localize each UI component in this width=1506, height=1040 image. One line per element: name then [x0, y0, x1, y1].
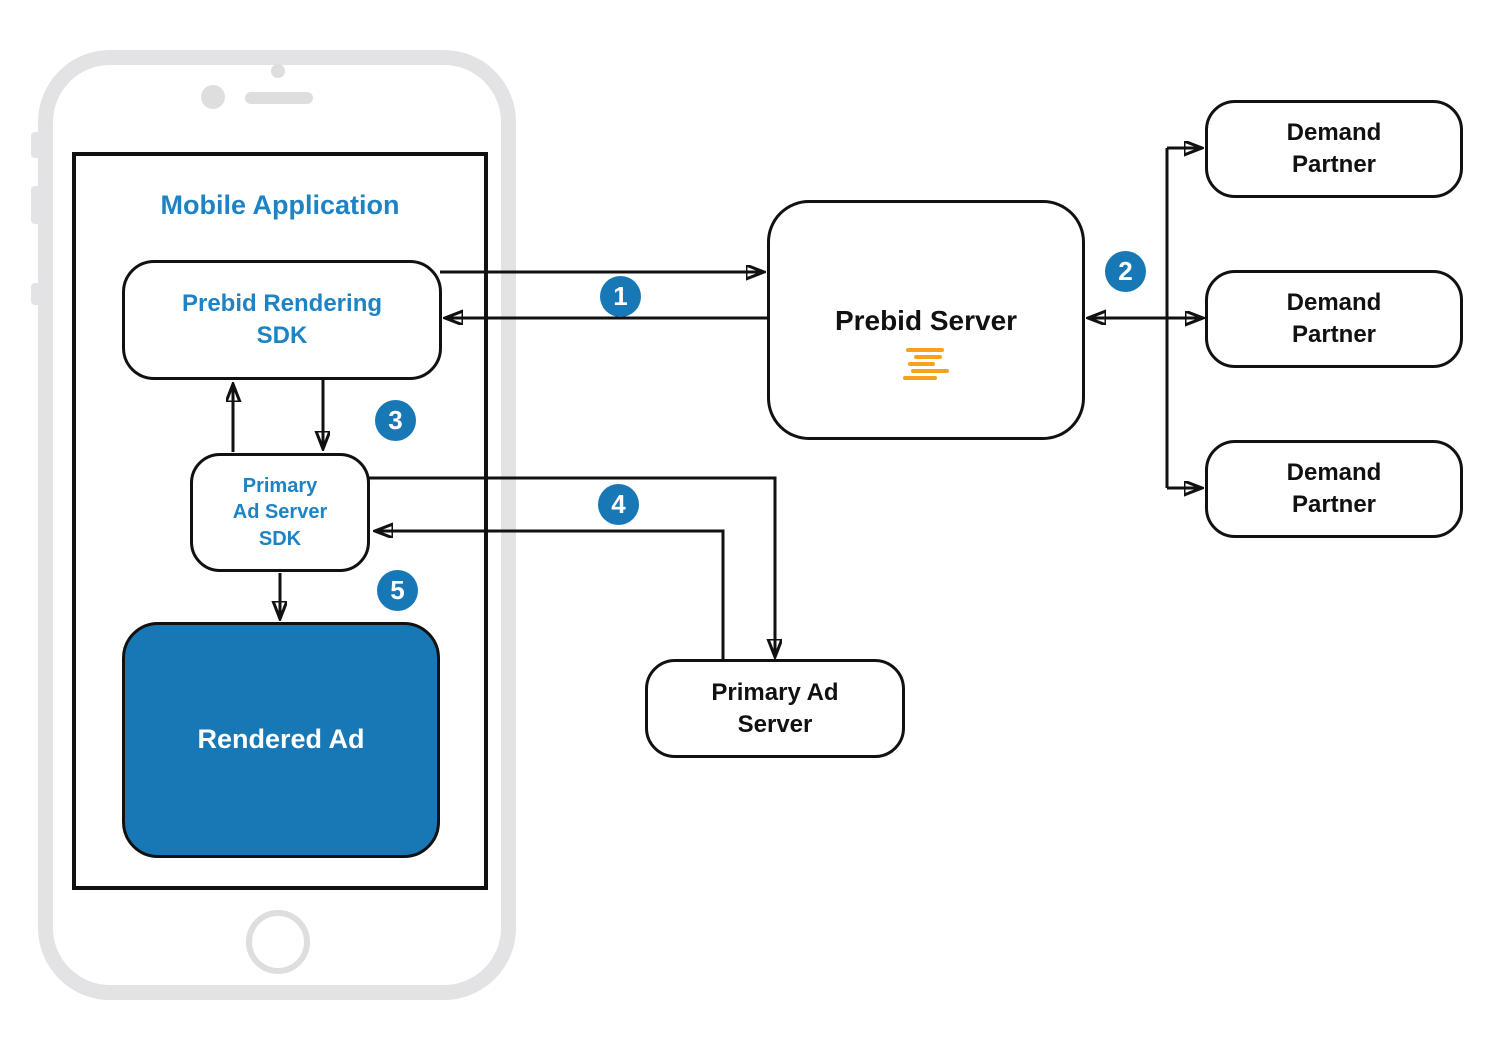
phone-mute-switch — [31, 132, 40, 158]
demand-partner-label: Demand Partner — [1286, 289, 1382, 348]
prebid-rendering-sdk-node: Prebid Rendering SDK — [122, 260, 442, 380]
camera-icon — [201, 85, 225, 109]
prebid-rendering-sdk-label: Prebid Rendering SDK — [181, 290, 383, 349]
step-badge-3: 3 — [375, 400, 416, 441]
demand-partner-label: Demand Partner — [1286, 459, 1382, 518]
prebid-logo-icon — [902, 348, 949, 381]
step-badge-5: 5 — [377, 570, 418, 611]
primary-ad-server-sdk-node: Primary Ad Server SDK — [190, 453, 370, 572]
demand-partner-node-1: Demand Partner — [1205, 100, 1463, 198]
phone-volume-up-button — [31, 186, 40, 224]
step-badge-4: 4 — [598, 484, 639, 525]
demand-partner-node-3: Demand Partner — [1205, 440, 1463, 538]
mobile-application-title: Mobile Application — [160, 190, 400, 220]
home-button — [246, 910, 310, 974]
step-badge-1: 1 — [600, 276, 641, 317]
step-badge-2: 2 — [1105, 251, 1146, 292]
rendered-ad-label: Rendered Ad — [197, 724, 365, 755]
primary-ad-server-node: Primary Ad Server — [645, 659, 905, 758]
speaker-icon — [245, 92, 313, 104]
demand-partner-node-2: Demand Partner — [1205, 270, 1463, 368]
demand-partner-label: Demand Partner — [1286, 119, 1382, 178]
prebid-server-label: Prebid Server — [834, 304, 1018, 336]
prebid-server-node: Prebid Server — [767, 200, 1085, 440]
primary-ad-server-sdk-label: Primary Ad Server SDK — [232, 474, 328, 550]
primary-ad-server-label: Primary Ad Server — [711, 678, 839, 738]
rendered-ad-node: Rendered Ad — [122, 622, 440, 858]
phone-volume-down-button — [31, 283, 40, 305]
camera-dot-icon — [271, 64, 285, 78]
